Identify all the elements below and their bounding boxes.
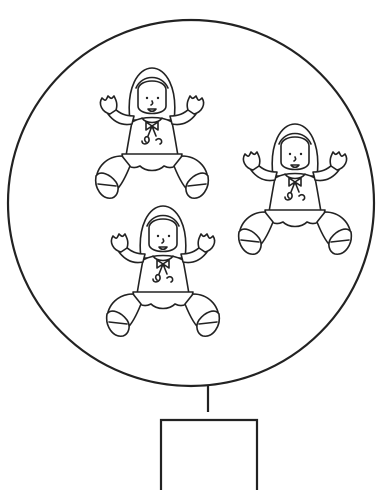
- baby-doll-icon: [239, 124, 352, 254]
- baby-doll-icon: [96, 68, 209, 198]
- baby-doll-icon: [107, 206, 220, 336]
- answer-box: [161, 420, 257, 490]
